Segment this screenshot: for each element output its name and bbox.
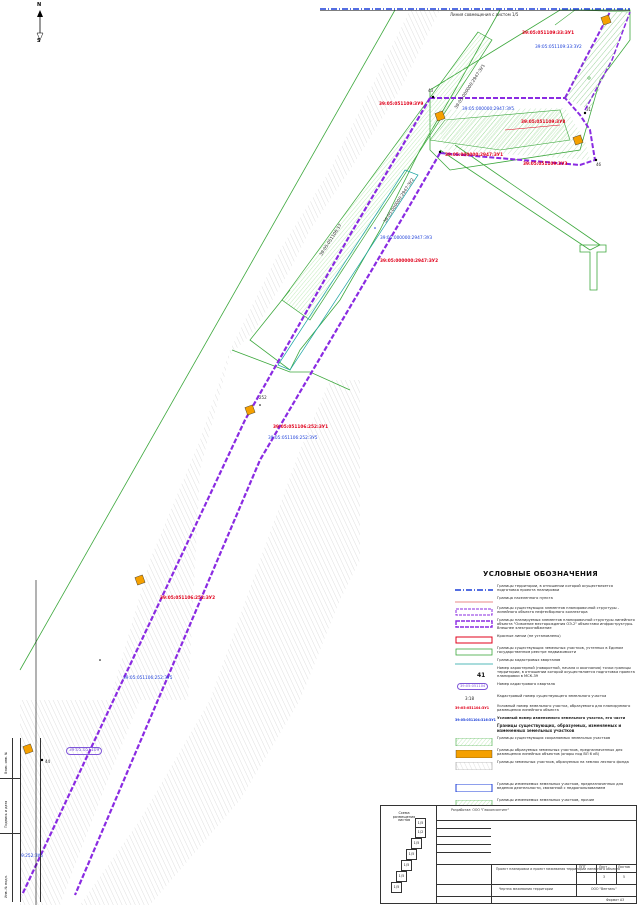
point-31: 31 (586, 107, 592, 112)
point-44: 44 (45, 759, 51, 764)
forest-hatch-upper (110, 10, 440, 700)
planned-boundary-left (21, 97, 431, 896)
legend-item: Границы изменяемых земельных участков, п… (455, 798, 635, 812)
hatch-parcel-ne (565, 12, 630, 110)
tb-sheet-label: Лист (599, 865, 608, 869)
legend-item: Граница населенного пункта (455, 596, 635, 610)
label-blue-4: 39:05:051106:252:ЗУ5 (123, 676, 173, 681)
parcel-boundary-3 (231, 349, 351, 391)
legend-symbol (455, 784, 493, 792)
legend-item: Границы существующих земельных участков,… (455, 646, 635, 660)
hatch-parcel-loop (435, 108, 590, 160)
sheet-scheme: Схема размещения листов 1/5 1/2 1/5 1/5 … (383, 808, 438, 900)
point-46: 46 (596, 162, 602, 167)
scheme-title: Схема размещения листов (392, 811, 416, 823)
road-strip-right (439, 144, 601, 251)
label-red-4: 39:05:000000:2947:ЗУ1 (445, 153, 504, 158)
left-frame-text: Взам. инв. № (4, 751, 8, 774)
label-red-1: 39:05:051109:33:ЗУ1 (522, 31, 575, 36)
label-red-2: 39:05:051109:ЗУ9 (379, 102, 424, 107)
tb-firm: ООО "Вентиль" (591, 887, 617, 891)
legend-item: 39:05:051104 Номер кадастрового квартала (455, 682, 635, 696)
green-parcel-strip (281, 31, 493, 321)
legend-symbol (455, 601, 493, 603)
legend-item: Границы образуемых земельных участков, п… (455, 748, 635, 762)
compass-south: S (37, 38, 41, 44)
legend-item: Красные линии (не установлены) (455, 634, 635, 648)
tb-project: Проект планировки и проект межевания тер… (496, 867, 620, 871)
forest-hatch-left (20, 700, 140, 905)
legend-item: 39:05:051104:316:ЗУ1 Условный номер изме… (455, 716, 626, 722)
legend-item: Границы земельных участков, образуемых н… (455, 760, 635, 774)
label-red-8: 39:05:051106:252:ЗУ2 (160, 596, 216, 601)
legend-symbol (455, 589, 493, 591)
legend-symbol (455, 750, 493, 758)
point-43: 43 (428, 88, 434, 93)
label-red-6: 39:05:000000:2947:ЗУ2 (380, 259, 439, 264)
tb-sheets-total: 5 (623, 875, 626, 879)
tb-stage-label: ППТ (579, 865, 586, 869)
legend-item: Границы существующих сохраняемых земельн… (455, 736, 635, 750)
tb-drawing: Чертеж межевания территории (499, 887, 553, 891)
legend-symbol (455, 762, 493, 770)
legend-item: Границы кадастровых кварталов (455, 658, 635, 672)
tb-format: Формат А3 (606, 898, 625, 902)
point-252: 252 (259, 395, 267, 400)
label-blue-2: 39:05:000000:2947:ЗУ5 (462, 107, 515, 112)
label-red-7: 39:05:051106:252:ЗУ1 (273, 425, 329, 430)
label-red-5: 39:05:051109:ЗУ3 (523, 162, 568, 167)
legend: УСЛОВНЫЕ ОБОЗНАЧЕНИЯ Границы территории,… (455, 570, 635, 840)
legend-symbol (455, 663, 493, 665)
legend-title: УСЛОВНЫЕ ОБОЗНАЧЕНИЯ (483, 570, 598, 578)
forest-hatch-lower (80, 380, 360, 905)
tb-sheet-no: 3 (603, 875, 606, 879)
planned-boundary-ne (564, 11, 611, 99)
label-blue-1: 39:05:051109:33:ЗУ2 (535, 45, 582, 50)
road-t-junction (579, 244, 607, 291)
legend-symbol (455, 738, 493, 746)
legend-item: 41 Номер характерной (поворотной, начала… (477, 666, 635, 679)
legend-symbol (455, 636, 493, 644)
legend-symbol (455, 608, 493, 616)
compass-icon (36, 10, 44, 41)
cadastral-quarter-label: 39:05:051109 (66, 747, 103, 755)
red-line (504, 124, 561, 131)
legend-item: Границы планируемых элементов планировоч… (455, 618, 635, 632)
left-frame-text: Инв. № подл. (4, 875, 8, 898)
match-line-note: Линия совмещения с листом 1/5 (450, 12, 519, 17)
label-dark-3: 39:05:000000:2947:ЗУ3 (380, 236, 433, 241)
legend-symbol (455, 800, 493, 808)
point-markers (40, 76, 598, 762)
tb-sheets-label: Листов (618, 865, 630, 869)
tb-company: Разработал: ООО "Геоконсалтинг" (451, 808, 510, 812)
support-markers (22, 14, 612, 755)
teal-corridor (277, 169, 419, 371)
legend-symbol (455, 648, 493, 656)
left-frame: Инв. № подл. Подпись и дата Взам. инв. № (0, 738, 41, 902)
parcel-boundary-long (19, 9, 396, 671)
legend-item: Границы изменяемых земельных участков, п… (455, 782, 635, 796)
legend-item: Границы территории, в отношении которой … (455, 584, 635, 598)
legend-item: Границы существующих, образуемых, изменя… (497, 723, 622, 733)
legend-item: Границы существующих элементов планирово… (455, 606, 635, 620)
planned-boundary-right (73, 152, 441, 896)
compass-north: N (37, 2, 42, 8)
label-blue-5: 9:252:ЗУ5 (21, 854, 43, 859)
legend-item: 3:18 Кадастровый номер существующего зем… (465, 694, 607, 701)
legend-item: 39:05:051104:ЗУ1 Условный номер земельно… (455, 704, 631, 713)
parcel-right-inner (554, 9, 631, 26)
left-frame-text: Подпись и дата (4, 800, 8, 828)
label-blue-3: 39:05:051106:252:ЗУ5 (268, 436, 318, 441)
label-red-3: 39:05:051109:ЗУ8 (521, 120, 566, 125)
legend-symbol (455, 620, 493, 628)
